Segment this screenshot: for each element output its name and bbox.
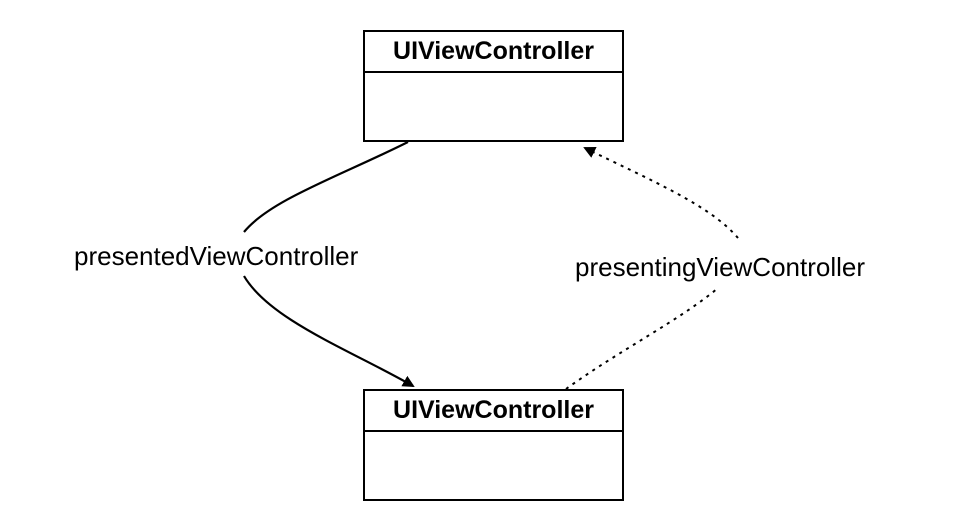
bottom-class-box: UIViewController [363,389,624,501]
presenting-edge-lower [565,287,719,390]
presenting-edge-label: presentingViewController [575,252,866,282]
top-class-box: UIViewController [363,30,624,142]
bottom-class-body [365,432,622,500]
presenting-edge-upper [583,147,739,239]
top-class-name: UIViewController [365,32,622,73]
top-class-body [365,73,622,141]
presented-edge-lower [243,275,415,387]
bottom-class-name: UIViewController [365,391,622,432]
presented-edge-label: presentedViewController [74,241,359,271]
presented-edge-upper [243,141,409,233]
